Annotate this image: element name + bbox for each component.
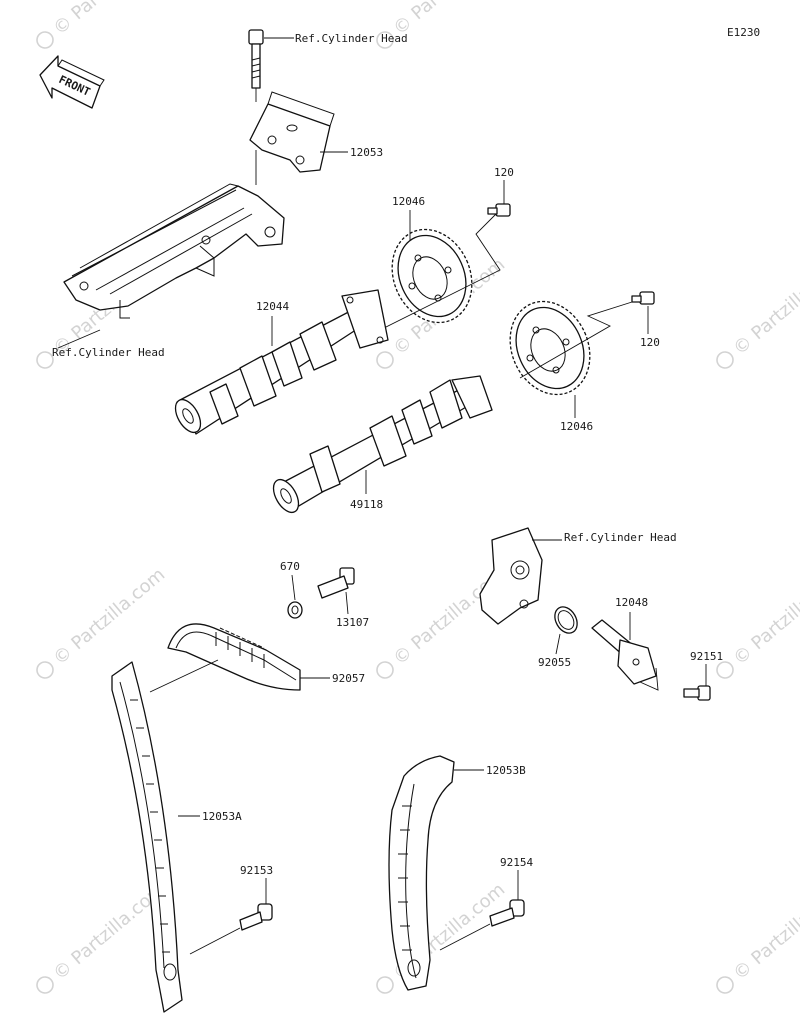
diagram-code: E1230 [727, 26, 760, 39]
watermark: © Partzilla.com [716, 254, 800, 369]
watermark: © Partzilla.com [716, 564, 800, 679]
label-12053: 12053 [350, 146, 383, 159]
label-ref-cylinder-head-top: Ref.Cylinder Head [295, 32, 408, 45]
leader-line [379, 213, 501, 331]
chain-guide-12053A-part [111, 661, 183, 1013]
label-92154: 92154 [500, 856, 533, 869]
tensioner-12048-part [591, 619, 657, 685]
label-13107: 13107 [336, 616, 369, 629]
cylinder-head-housing [479, 527, 543, 625]
leader-line [345, 591, 349, 615]
label-12053B: 12053B [486, 764, 526, 777]
front-arrow-icon: FRONT [39, 55, 105, 109]
watermark-text: © Partzilla.com [49, 0, 169, 39]
watermark-text: © Partzilla.com [729, 254, 800, 359]
label-49118: 49118 [350, 498, 383, 511]
label-12046-right: 12046 [560, 420, 593, 433]
label-92055: 92055 [538, 656, 571, 669]
sprocket-bolt-top-part [487, 203, 511, 217]
label-92151: 92151 [690, 650, 723, 663]
label-92057: 92057 [332, 672, 365, 685]
label-120-top: 120 [494, 166, 514, 179]
watermark-text: © Partzilla.com [729, 879, 800, 984]
leader-line [291, 574, 296, 601]
watermark: © Partzilla.com [376, 0, 509, 49]
head-bolt-part [248, 29, 264, 89]
watermark: © Partzilla.com [36, 564, 169, 679]
chain-guide-12053B-part [388, 755, 455, 991]
leader-line [639, 667, 659, 691]
bracket-12053-part [249, 91, 335, 173]
leader-line [57, 329, 101, 349]
cam-sprocket-top-part [391, 228, 473, 324]
label-ref-cylinder-head-right: Ref.Cylinder Head [564, 531, 677, 544]
label-12044: 12044 [256, 300, 289, 313]
sprocket-bolt-right-part [631, 291, 655, 305]
leader-line [519, 301, 633, 379]
camshaft-12044-part [174, 289, 389, 435]
oring-92055-part [554, 606, 578, 634]
leader-line [149, 659, 219, 693]
label-92153: 92153 [240, 864, 273, 877]
watermark: © Partzilla.com [716, 879, 800, 994]
watermark-text: © Partzilla.com [729, 564, 800, 669]
label-670: 670 [280, 560, 300, 573]
cylinder-head-rail [63, 183, 285, 319]
label-ref-cylinder-head-left: Ref.Cylinder Head [52, 346, 165, 359]
cam-sprocket-right-part [509, 300, 591, 396]
leader-line [189, 927, 241, 955]
bolt-92151-part [683, 685, 711, 701]
leader-line [555, 633, 561, 655]
camshaft-49118-part [272, 375, 493, 514]
label-12048: 12048 [615, 596, 648, 609]
cam-chain-92057-part [167, 623, 301, 691]
label-12053A: 12053A [202, 810, 242, 823]
bolt-92153-part [239, 903, 273, 931]
label-12046-top: 12046 [392, 195, 425, 208]
bolt-13107-part [317, 567, 355, 599]
watermark-text: © Partzilla.com [49, 564, 169, 669]
label-120-right: 120 [640, 336, 660, 349]
watermark: © Partzilla.com [36, 879, 169, 994]
bolt-92154-part [489, 899, 525, 927]
watermark: © Partzilla.com [36, 0, 169, 49]
washer-670-part [287, 601, 303, 619]
leader-line [439, 923, 491, 951]
